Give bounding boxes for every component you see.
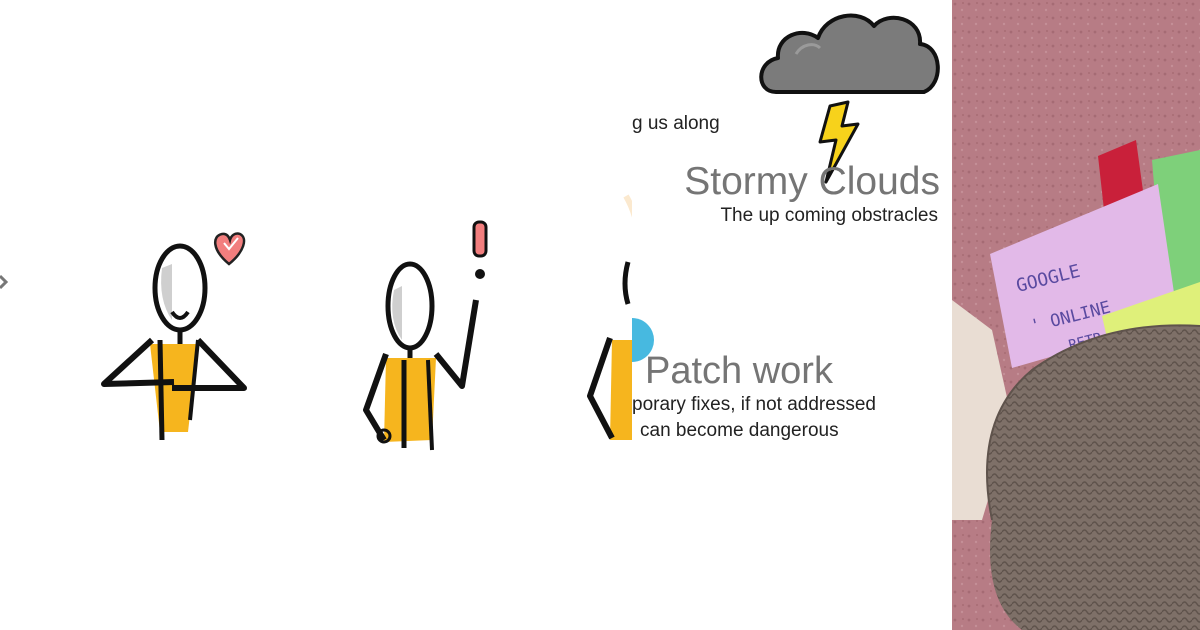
sticky-notes-photo: GOOGLE ' ONLINE RETR xyxy=(952,0,1200,630)
lightning-bolt-icon xyxy=(818,100,860,184)
blue-dot-marker xyxy=(632,318,654,362)
stormy-clouds-subtitle: The up coming obstracles xyxy=(720,205,938,226)
patch-work-description-line2: can become dangerous xyxy=(640,420,839,441)
stick-figures-illustration xyxy=(0,194,632,451)
exclamation-icon xyxy=(472,220,488,279)
storm-cloud-icon xyxy=(756,0,946,205)
retro-board-panel: g us along Stormy Clouds The up coming o… xyxy=(632,0,952,630)
patch-work-heading: Patch work xyxy=(645,350,833,392)
sticky-notes-photo-illustration: GOOGLE ' ONLINE RETR xyxy=(952,0,1200,630)
stick-figures-panel xyxy=(0,194,632,451)
heart-icon xyxy=(214,232,246,266)
board-fragment-text: g us along xyxy=(632,113,720,134)
stick-figure-exclamation xyxy=(363,261,479,451)
stick-figure-heart xyxy=(101,243,247,441)
partial-figure-left-edge xyxy=(0,274,9,290)
partial-stick-figure-right xyxy=(587,194,632,440)
patch-work-description-line1: porary fixes, if not addressed xyxy=(632,394,876,415)
stormy-clouds-heading: Stormy Clouds xyxy=(684,160,940,203)
